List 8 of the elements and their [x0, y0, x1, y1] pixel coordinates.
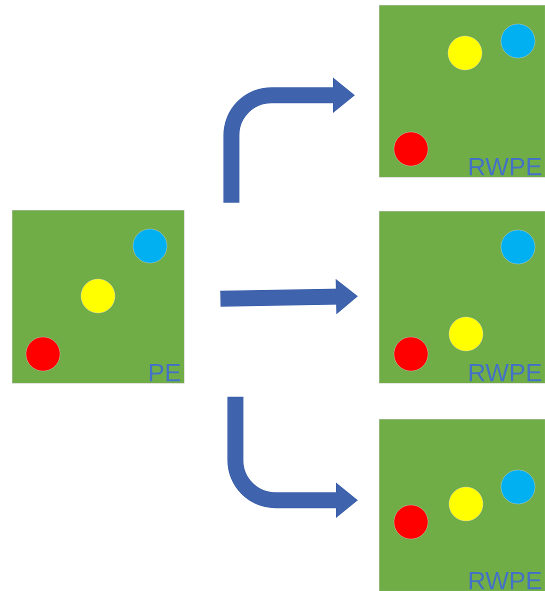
panel-label: RWPE	[470, 158, 542, 176]
square-panel	[12, 210, 184, 384]
panel-label: RWPE	[470, 572, 542, 590]
square-panel	[379, 211, 545, 384]
panel-label: PE	[150, 364, 180, 382]
square-panel	[379, 419, 545, 591]
panel-label: RWPE	[470, 364, 542, 382]
square-panel	[379, 5, 545, 178]
